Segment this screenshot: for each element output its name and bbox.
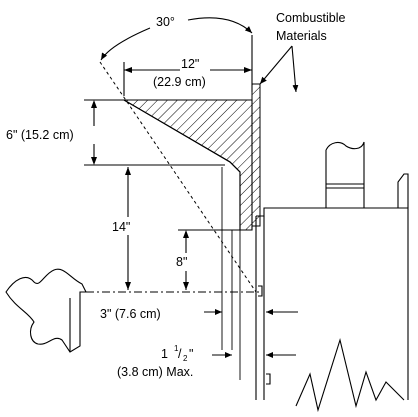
width-label-in: 12" [181,57,199,71]
angle-arc [100,27,151,61]
range-break-line [295,337,405,413]
range-pot [325,141,365,208]
dim1half-label-whole: 1 [161,347,168,361]
combustible-wall-strip [251,83,261,227]
dim1half-label-cm: (3.8 cm) Max. [117,365,193,379]
combustible-arrow-2 [291,45,299,93]
angle-arc-right [187,17,253,34]
combustible-label-line2: Materials [276,29,327,43]
hood-outline [123,99,241,230]
dim1half-label-slash: / [178,347,182,361]
range-clip [266,373,271,385]
width-arrow-right [244,67,252,73]
dim1half-label-den: 2 [183,354,188,363]
range-back-panel [397,173,409,208]
hood-height-label: 6" (15.2 cm) [6,128,74,142]
combustible-label-line1: Combustible [276,11,346,25]
dim14-label: 14" [112,220,130,234]
combustible-arrow-1 [259,45,293,85]
range-outline [255,207,409,400]
range-small-bracket [258,285,263,297]
angle-label: 30° [156,15,175,29]
hood-height-arrow-top [91,100,97,108]
dim1half-label-num: 1 [174,344,179,353]
width-label-cm: (22.9 cm) [153,75,206,89]
dim14-arrow-bottom [125,282,131,290]
width-arrow-left [124,67,132,73]
dim8-arrow-bottom [183,282,189,290]
dim8-label: 8" [176,255,187,269]
counter-cutaway [5,268,87,353]
dim1half-label-unit: " [189,347,193,361]
dim3-label: 3" (7.6 cm) [100,307,161,321]
dim14-arrow-top [125,167,131,175]
dim8-arrow-top [183,230,189,238]
hood-height-arrow-bottom [91,157,97,165]
angle-dashed-line [99,61,257,293]
